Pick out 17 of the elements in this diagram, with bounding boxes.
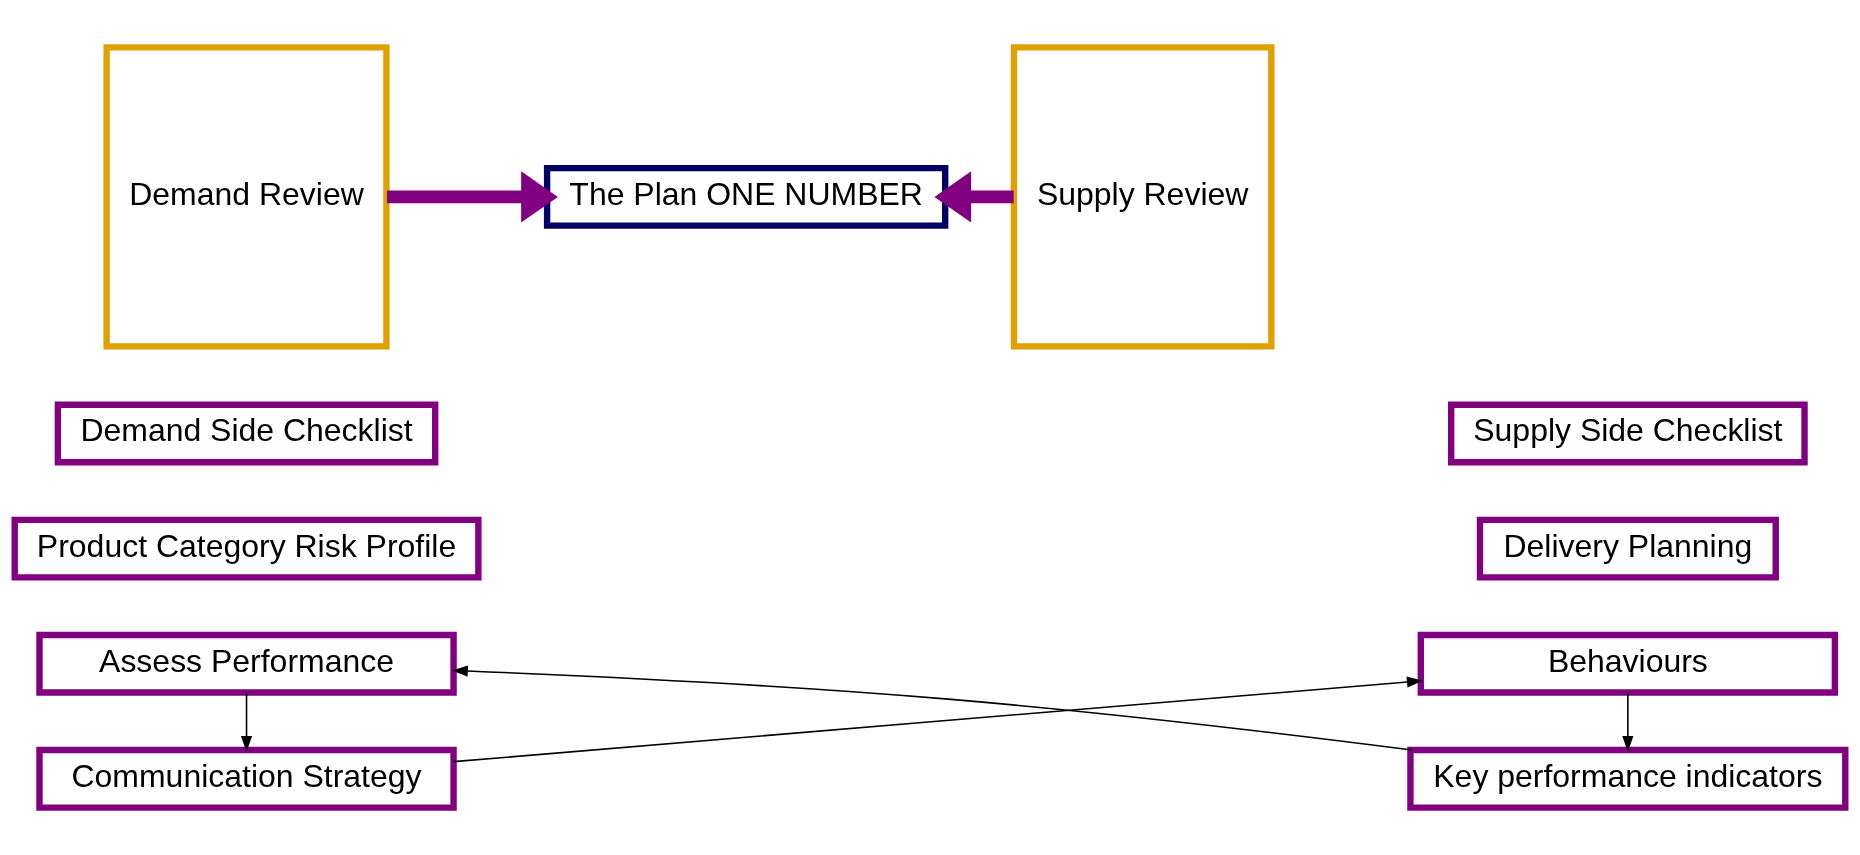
node-box: Demand Review [103,44,390,350]
arrow [1622,691,1634,753]
arrow [934,171,1014,223]
arrow [387,171,558,223]
node-box: Demand Side Checklist [54,401,439,466]
arrow [452,676,1423,763]
node-box: Product Category Risk Profile [11,516,482,581]
node-box: Delivery Planning [1476,516,1779,581]
node-box: The Plan ONE NUMBER [543,164,949,229]
arrow [451,665,1413,751]
node-box: Supply Review [1010,44,1275,350]
node-box: Assess Performance [36,631,457,696]
node-box: Behaviours [1417,631,1839,696]
node-box: Key performance indicators [1407,746,1849,811]
arrow [240,691,253,752]
node-box: Communication Strategy [36,746,457,811]
node-box: Supply Side Checklist [1448,401,1808,466]
